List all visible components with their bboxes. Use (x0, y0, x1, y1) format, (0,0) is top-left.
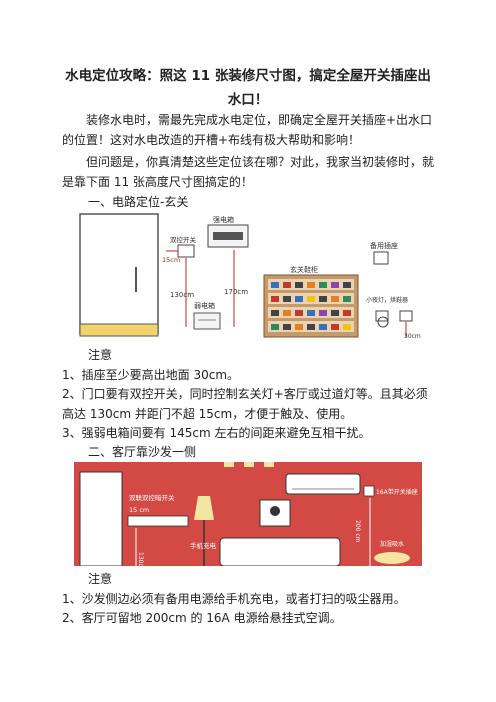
dim-30-label: 30cm (404, 333, 421, 340)
dim-200-label: 200 cm (354, 520, 361, 543)
double-switch-label: 双联双控暗开关 (129, 493, 175, 502)
entrance-layout-figure: 双控开关 15cm 130cm 弱电箱 强电箱 170cm 玄关鞋柜 (74, 212, 422, 342)
double-switch-icon (177, 244, 195, 258)
strong-box-label: 强电箱 (213, 215, 234, 224)
intro-paragraph-1: 装修水电时，需最先完成水电定位，即确定全屋开关插座+出水口的位置！这对水电改造的… (62, 113, 433, 147)
switch-label: 双控开关 (170, 235, 197, 244)
section-1-note-heading: 注意 (88, 348, 113, 362)
intro-paragraph-2: 但问题是，你真清楚这些定位该在哪？对此，我家当初装修时，就是靠下面 11 张高度… (62, 155, 435, 189)
nightlight-icon (377, 316, 389, 328)
ac-socket-icon (363, 485, 375, 497)
shoe-rows (268, 279, 354, 332)
section-2-note-heading: 注意 (88, 572, 113, 586)
shoe-cabinet-label: 玄关鞋柜 (290, 265, 318, 274)
air-conditioner (285, 473, 361, 495)
section-1-note-3: 3、强弱电箱间要有 145cm 左右的间距来避免互相干扰。 (62, 426, 371, 440)
section-1-heading: 一、电路定位-玄关 (88, 195, 189, 209)
cabinet-base (79, 323, 159, 337)
nightlight-label: 小夜灯，烘鞋器 (366, 296, 408, 304)
switch-panel-icon (127, 515, 189, 527)
ceiling-lamps (224, 462, 274, 467)
title-line-1: 水电定位攻略：照这 11 张装修尺寸图，搞定全屋开关插座出 (65, 68, 431, 84)
section-1-note-1: 1、插座至少要高出地面 30cm。 (62, 368, 240, 382)
living-room-figure: 双联双控暗开关 15 cm 130cm 手机充电 扫地机器人风扇供电 16A带开… (74, 462, 422, 566)
section-1-note-2: 2、门口要有双控开关，同时控制玄关灯+客厅或过道灯等。且其必须高达 130cm … (62, 387, 428, 421)
section-2-note-1: 1、沙发侧边必须有备用电源给手机充电，或者打扫的吸尘器用。 (62, 592, 406, 606)
door (79, 471, 123, 566)
spare-socket-label: 备用插座 (370, 241, 398, 250)
humidifier (374, 552, 410, 564)
weak-box-label: 弱电箱 (194, 301, 215, 310)
nightlight-socket-icon (375, 310, 389, 322)
section-2-heading: 二、客厅靠沙发一侧 (88, 445, 197, 459)
dim-130-label: 130cm (170, 291, 194, 299)
ac-socket-label: 16A带开关插座 (376, 488, 418, 496)
dim-15-label-2: 15 cm (129, 506, 149, 514)
dim-15-label: 15cm (162, 256, 180, 264)
phone-charge-label: 手机充电 (190, 541, 217, 550)
floor-lamp (194, 496, 214, 520)
title-line-2: 水口！ (227, 92, 269, 108)
tall-cabinet (79, 213, 159, 335)
sofa (219, 537, 341, 566)
dim-130-label-2: 130cm (137, 552, 144, 566)
humidifier-label: 加湿吸水 (380, 540, 404, 548)
section-2-note-2: 2、客厅可留地 200cm 的 16A 电源给悬挂式空调。 (62, 611, 342, 625)
dryer-socket-icon (399, 310, 413, 322)
dim-170-label: 170cm (224, 288, 248, 296)
article-title: 水电定位攻略：照这 11 张装修尺寸图，搞定全屋开关插座出 水口！ (60, 64, 436, 112)
robot-label: 扫地机器人风扇供电 (270, 538, 324, 546)
spare-socket-icon (373, 251, 389, 265)
weak-box-icon (193, 312, 221, 330)
